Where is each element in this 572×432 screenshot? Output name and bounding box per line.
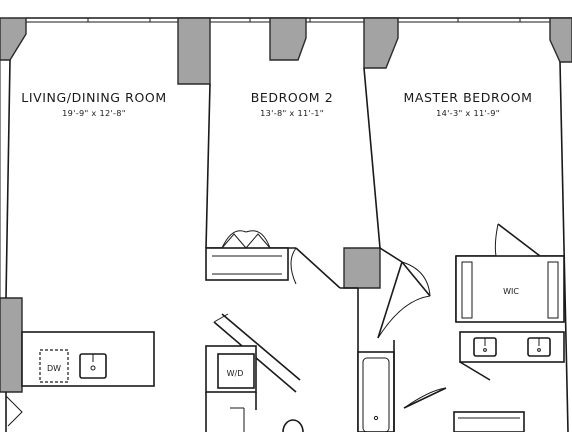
column-top-mid-right — [363, 17, 399, 69]
room-labels: LIVING/DINING ROOM 19'-9" x 12'-8" BEDRO… — [21, 90, 532, 118]
doors — [5, 223, 541, 427]
column-center — [343, 247, 381, 289]
bathtub — [357, 340, 395, 432]
left-wall — [0, 59, 11, 432]
column-left-lower — [0, 297, 23, 393]
master-bath-vanity — [459, 331, 565, 381]
washer-dryer: W/D — [205, 345, 257, 432]
bedroom2-dims: 13'-8" x 11'-1" — [260, 108, 324, 118]
wic-label: WIC — [503, 287, 519, 296]
wd-label: W/D — [227, 369, 244, 378]
column-top-mid-mid — [269, 17, 307, 61]
bottom-right-fixture — [453, 411, 525, 432]
living-room-name: LIVING/DINING ROOM — [21, 90, 166, 105]
column-top-left — [0, 17, 27, 61]
bedroom2-closet — [205, 230, 289, 281]
structural-columns — [0, 17, 572, 393]
bedroom2-name: BEDROOM 2 — [251, 90, 334, 105]
kitchen-counter: DW — [21, 331, 155, 387]
master-bedroom-dims: 14'-3" x 11'-9" — [436, 108, 500, 118]
column-top-mid-left — [177, 17, 211, 85]
toilet — [282, 419, 304, 432]
living-room-dims: 19'-9" x 12'-8" — [62, 108, 126, 118]
walk-in-closet: WIC — [455, 255, 565, 323]
column-top-right — [549, 17, 572, 63]
dw-label: DW — [47, 364, 61, 373]
master-bedroom-name: MASTER BEDROOM — [403, 90, 532, 105]
